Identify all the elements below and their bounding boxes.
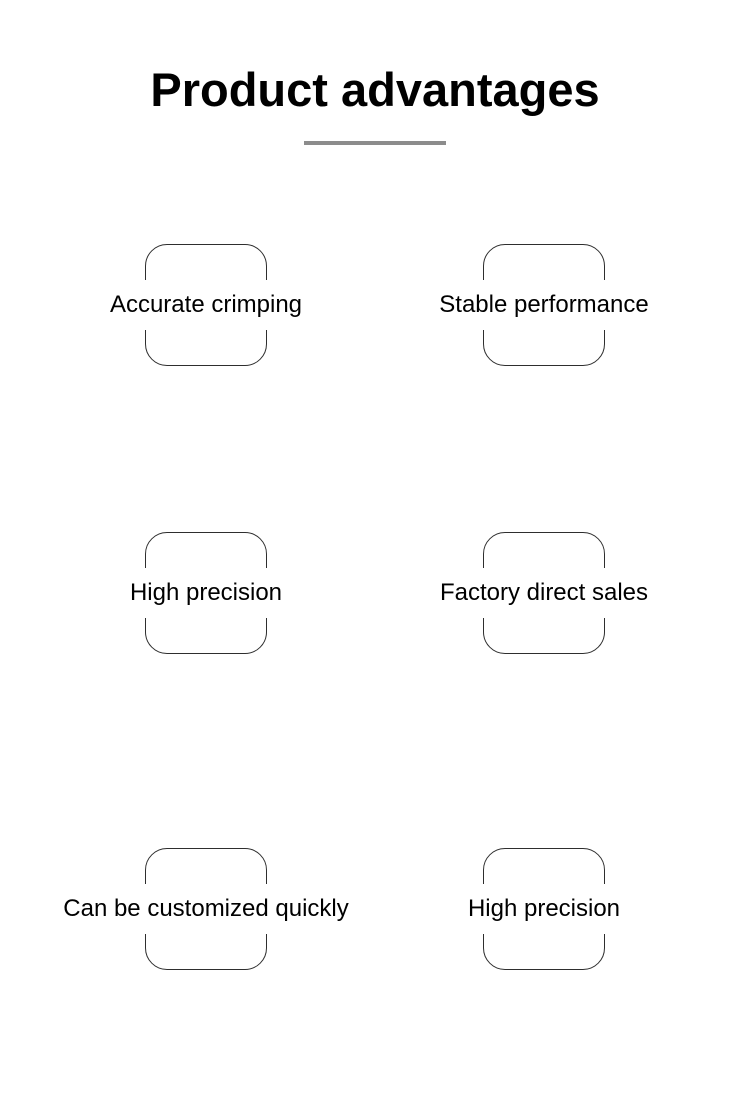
advantage-item: Accurate crimping bbox=[38, 244, 374, 366]
advantage-item: Factory direct sales bbox=[376, 532, 712, 654]
advantage-item: Stable performance bbox=[376, 244, 712, 366]
advantage-label: Stable performance bbox=[433, 280, 655, 330]
advantage-label: Can be customized quickly bbox=[57, 884, 355, 934]
advantage-label: High precision bbox=[123, 568, 289, 618]
advantage-item: High precision bbox=[38, 532, 374, 654]
page-title: Product advantages bbox=[150, 63, 600, 116]
title-divider bbox=[304, 141, 446, 145]
advantage-item: High precision bbox=[376, 848, 712, 970]
advantage-item: Can be customized quickly bbox=[38, 848, 374, 970]
advantage-label: High precision bbox=[461, 884, 627, 934]
advantage-label: Accurate crimping bbox=[103, 280, 309, 330]
advantage-label: Factory direct sales bbox=[433, 568, 655, 618]
